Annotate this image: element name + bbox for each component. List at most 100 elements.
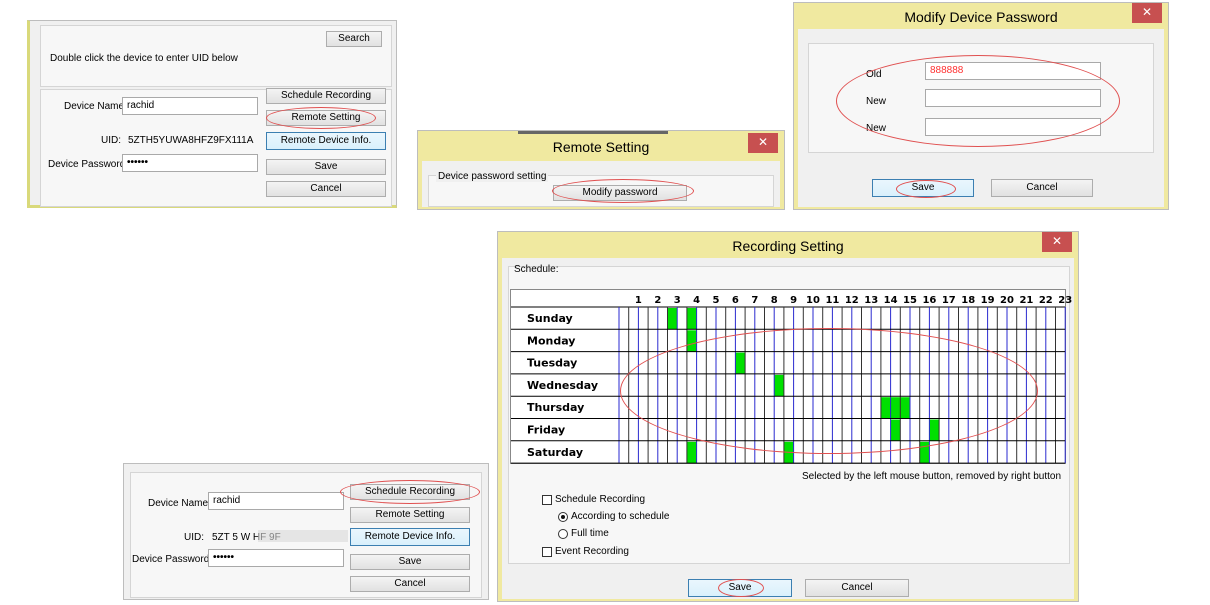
selected-schedule-cell bbox=[667, 308, 678, 330]
hour-label: 4 bbox=[693, 295, 700, 306]
old-label: Old bbox=[866, 69, 882, 80]
selected-schedule-cell bbox=[735, 352, 746, 374]
hour-label: 20 bbox=[1000, 295, 1014, 306]
hour-label: 15 bbox=[903, 295, 917, 306]
hour-label: 9 bbox=[790, 295, 797, 306]
new-label: New bbox=[866, 96, 887, 107]
remote-setting-button[interactable]: Remote Setting bbox=[266, 110, 386, 126]
hour-label: 6 bbox=[732, 295, 739, 306]
confirm-password-input[interactable] bbox=[925, 118, 1101, 136]
device-password-label: Device Password: bbox=[48, 159, 129, 170]
day-label: Thursday bbox=[527, 401, 584, 414]
device-name-input[interactable]: rachid bbox=[122, 97, 258, 115]
schedule-recording-button[interactable]: Schedule Recording bbox=[266, 88, 386, 104]
device-password-label: Device Password: bbox=[132, 554, 213, 565]
uid-value: 5ZTH5YUWA8HFZ9FX111A bbox=[128, 135, 254, 146]
device-name-label: Device Name: bbox=[64, 101, 127, 112]
save-button[interactable]: Save bbox=[266, 159, 386, 175]
schedule-label: Schedule: bbox=[514, 264, 559, 275]
selected-schedule-cell bbox=[686, 330, 697, 352]
day-label: Tuesday bbox=[527, 357, 577, 370]
day-label: Friday bbox=[527, 424, 565, 437]
device-name-label: Device Name: bbox=[148, 498, 211, 509]
cancel-button[interactable]: Cancel bbox=[805, 579, 909, 597]
remote-device-info-button[interactable]: Remote Device Info. bbox=[266, 132, 386, 150]
close-icon[interactable]: ✕ bbox=[748, 133, 778, 153]
dialog-edge bbox=[518, 131, 668, 134]
device-dialog-bottom: Device Name: rachid UID: 5ZT 5 W HF 9F D… bbox=[123, 463, 489, 600]
day-label: Sunday bbox=[527, 312, 573, 325]
hour-label: 16 bbox=[922, 295, 936, 306]
cancel-button[interactable]: Cancel bbox=[991, 179, 1093, 197]
uid-value: 5ZT 5 W HF 9F bbox=[212, 532, 281, 543]
hour-label: 21 bbox=[1019, 295, 1033, 306]
remote-setting-dialog: Remote Setting ✕ Device password setting… bbox=[417, 130, 785, 210]
according-label: According to schedule bbox=[571, 511, 670, 522]
selected-schedule-cell bbox=[919, 441, 930, 464]
cancel-button[interactable]: Cancel bbox=[266, 181, 386, 197]
selected-schedule-cell bbox=[900, 397, 910, 419]
full-time-radio[interactable] bbox=[558, 529, 568, 539]
day-label: Wednesday bbox=[527, 379, 598, 392]
day-label: Saturday bbox=[527, 446, 583, 459]
hour-label: 13 bbox=[864, 295, 878, 306]
hour-label: 5 bbox=[713, 295, 720, 306]
confirm-new-label: New bbox=[866, 123, 887, 134]
group-label: Device password setting bbox=[436, 171, 549, 182]
device-password-input[interactable]: •••••• bbox=[208, 549, 344, 567]
blurred-region bbox=[258, 530, 348, 542]
schedule-recording-label: Schedule Recording bbox=[555, 494, 646, 505]
hour-label: 11 bbox=[825, 295, 839, 306]
hour-label: 18 bbox=[961, 295, 975, 306]
uid-label: UID: bbox=[184, 532, 204, 543]
hour-label: 22 bbox=[1039, 295, 1053, 306]
selected-schedule-cell bbox=[686, 308, 697, 330]
selected-schedule-cell bbox=[783, 441, 794, 464]
hour-label: 10 bbox=[806, 295, 820, 306]
old-password-input[interactable]: 888888 bbox=[925, 62, 1101, 80]
hour-label: 3 bbox=[674, 295, 681, 306]
selection-hint: Selected by the left mouse button, remov… bbox=[802, 471, 1062, 482]
day-label: Monday bbox=[527, 334, 575, 347]
hour-label: 17 bbox=[942, 295, 956, 306]
schedule-recording-button[interactable]: Schedule Recording bbox=[350, 484, 470, 500]
search-button[interactable]: Search bbox=[326, 31, 382, 47]
hour-label: 19 bbox=[981, 295, 995, 306]
selected-schedule-cell bbox=[890, 419, 901, 441]
hour-label: 14 bbox=[884, 295, 898, 306]
save-button[interactable]: Save bbox=[688, 579, 792, 597]
selected-schedule-cell bbox=[880, 397, 891, 419]
full-time-label: Full time bbox=[571, 528, 609, 539]
cancel-button[interactable]: Cancel bbox=[350, 576, 470, 592]
save-button[interactable]: Save bbox=[872, 179, 974, 197]
hour-label: 2 bbox=[654, 295, 661, 306]
event-recording-checkbox[interactable] bbox=[542, 547, 552, 557]
selected-schedule-cell bbox=[774, 374, 784, 397]
remote-device-info-button[interactable]: Remote Device Info. bbox=[350, 528, 470, 546]
close-icon[interactable]: ✕ bbox=[1132, 3, 1162, 23]
hour-label: 23 bbox=[1058, 295, 1072, 306]
selected-schedule-cell bbox=[890, 397, 901, 419]
dialog-title: Modify Device Password bbox=[904, 9, 1058, 25]
selected-schedule-cell bbox=[929, 419, 940, 441]
hour-label: 7 bbox=[751, 295, 758, 306]
modify-password-button[interactable]: Modify password bbox=[553, 185, 687, 201]
according-to-schedule-radio[interactable] bbox=[558, 512, 568, 522]
new-password-input[interactable] bbox=[925, 89, 1101, 107]
schedule-recording-checkbox[interactable] bbox=[542, 495, 552, 505]
hour-label: 8 bbox=[771, 295, 778, 306]
device-password-input[interactable]: •••••• bbox=[122, 154, 258, 172]
hour-label: 1 bbox=[635, 295, 642, 306]
save-button[interactable]: Save bbox=[350, 554, 470, 570]
remote-setting-button[interactable]: Remote Setting bbox=[350, 507, 470, 523]
event-recording-label: Event Recording bbox=[555, 546, 629, 557]
modify-password-dialog: Modify Device Password ✕ Old 888888 New … bbox=[793, 2, 1169, 210]
dialog-title: Recording Setting bbox=[732, 238, 844, 254]
uid-hint-text: Double click the device to enter UID bel… bbox=[50, 53, 238, 64]
close-icon[interactable]: ✕ bbox=[1042, 232, 1072, 252]
device-name-input[interactable]: rachid bbox=[208, 492, 344, 510]
uid-label: UID: bbox=[101, 135, 121, 146]
